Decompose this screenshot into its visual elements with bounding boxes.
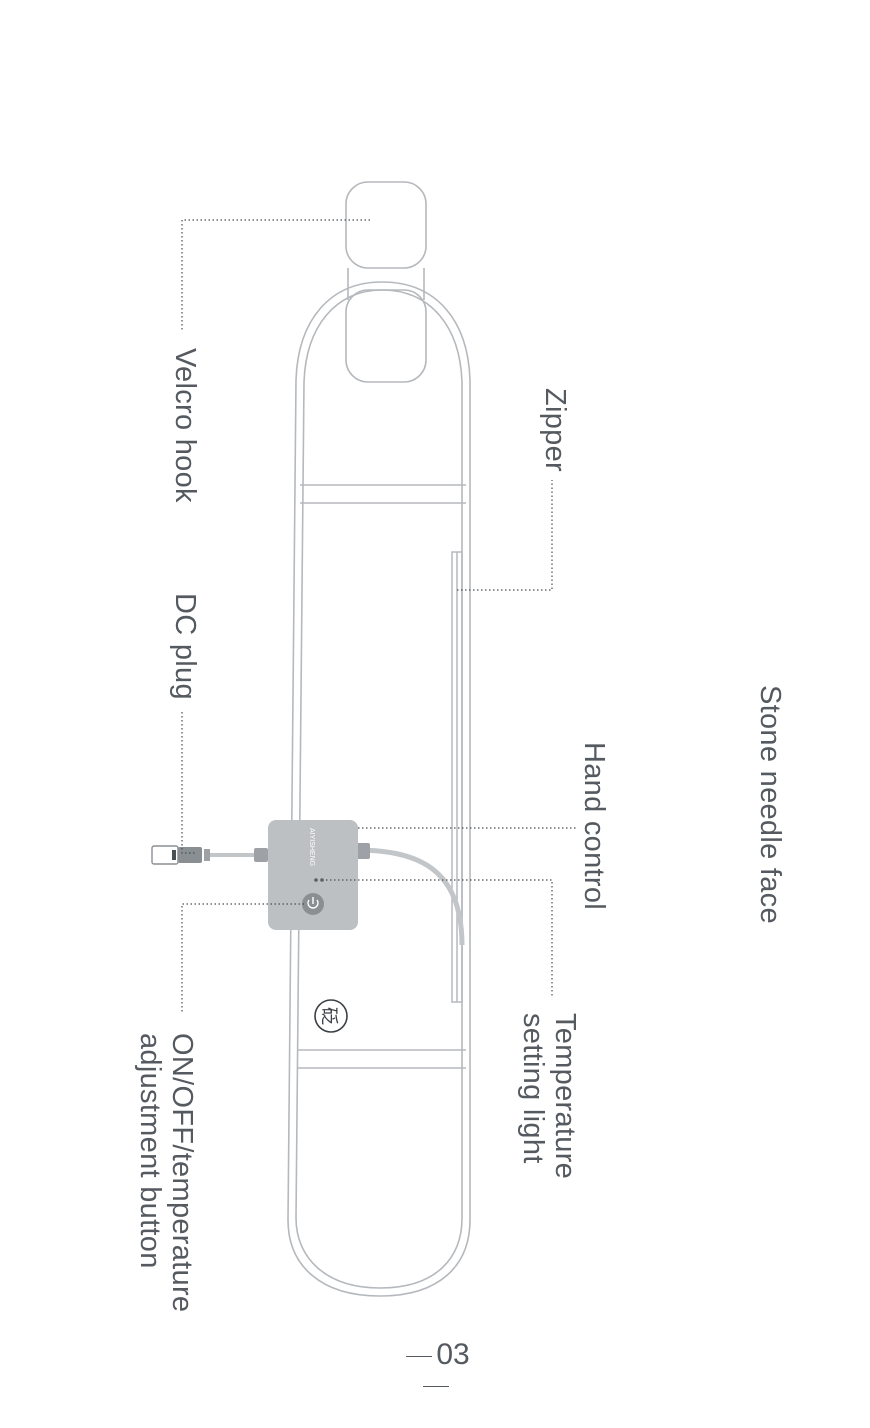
belt-body (287, 281, 471, 1297)
temperature-light-dot-1 (314, 878, 318, 882)
label-zipper: Zipper (539, 388, 571, 472)
leader-velcro-hook (181, 219, 370, 330)
leader-temperature-light (326, 879, 553, 996)
dc-plug (151, 845, 210, 865)
badge-symbol: 砭 (318, 1007, 339, 1025)
page-number-dash-right (423, 1385, 449, 1387)
leader-dc-plug (181, 712, 196, 854)
stone-needle-badge: 砭 (314, 999, 348, 1033)
hand-controller: AIYISHENG (268, 820, 358, 930)
page-number-dash-left (406, 1355, 433, 1357)
label-stone-needle-face: Stone needle face (754, 685, 786, 924)
zipper (451, 551, 463, 1003)
cable-relief-left (254, 848, 268, 862)
controller-brand: AIYISHENG (308, 828, 315, 866)
label-onoff-line-1: ON/OFF/temperature (166, 1033, 198, 1313)
label-velcro-hook: Velcro hook (169, 348, 201, 503)
belt-outline-inner (295, 289, 463, 1289)
leader-lines (181, 219, 578, 1012)
belt-outline-outer (287, 281, 471, 1297)
page-number: 03 (388, 1340, 484, 1400)
leader-onoff-button (181, 903, 304, 1012)
temperature-light-dot-2 (320, 878, 324, 882)
label-temperature-light: Temperature setting light (517, 1013, 581, 1179)
label-temperature-line-2: setting light (517, 1013, 549, 1164)
label-hand-control: Hand control (578, 742, 610, 911)
cable-relief-right (356, 843, 370, 859)
label-temperature-line-1: Temperature (549, 1013, 581, 1180)
label-onoff-line-2: adjustment button (134, 1033, 166, 1269)
label-onoff-button: ON/OFF/temperature adjustment button (134, 1033, 198, 1312)
page-number-text: 03 (436, 1338, 470, 1371)
leader-zipper (457, 480, 553, 591)
power-icon (307, 897, 319, 909)
label-dc-plug: DC plug (169, 593, 201, 700)
velcro-hook-tab (345, 181, 427, 383)
